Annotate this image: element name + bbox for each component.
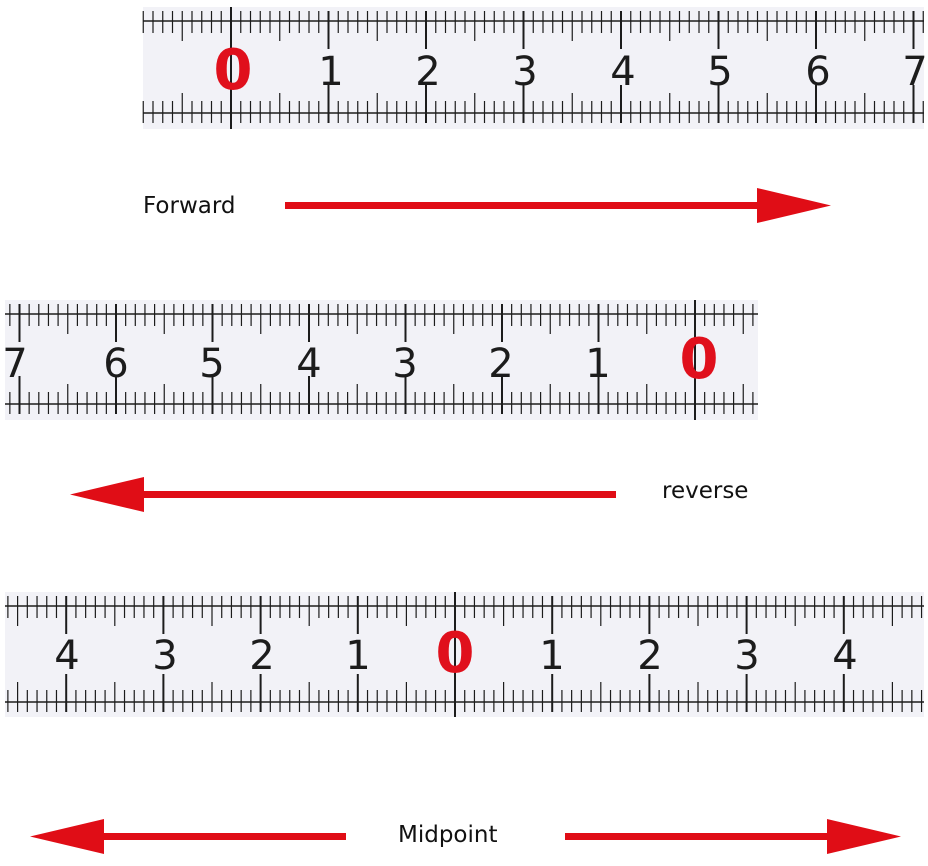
midpoint-label-left-4: 4 [54, 633, 80, 679]
midpoint-label-right-3: 3 [734, 633, 760, 679]
reverse-label-5: 5 [199, 341, 225, 387]
midpoint-tape-ticks [5, 592, 924, 717]
reverse-label-4: 4 [296, 341, 322, 387]
midpoint-left-arrow-icon [30, 819, 346, 854]
midpoint-caption: Midpoint [398, 822, 498, 848]
forward-label-2: 2 [415, 49, 441, 95]
forward-zero-label: 0 [213, 38, 253, 103]
reverse-caption: reverse [662, 478, 749, 504]
reverse-label-7: 7 [2, 341, 28, 387]
midpoint-tape: 4 3 2 1 0 1 2 3 4 [5, 592, 924, 717]
forward-label-5: 5 [707, 49, 733, 95]
forward-arrow-icon [285, 188, 831, 223]
midpoint-label-left-3: 3 [152, 633, 178, 679]
reverse-label-2: 2 [488, 341, 514, 387]
forward-label-3: 3 [512, 49, 538, 95]
midpoint-label-right-1: 1 [539, 633, 565, 679]
reverse-zero-label: 0 [679, 327, 719, 392]
midpoint-zero-label: 0 [435, 621, 475, 686]
reverse-label-6: 6 [103, 341, 129, 387]
forward-tape-ticks [142, 7, 924, 129]
forward-label-1: 1 [318, 49, 344, 95]
midpoint-label-right-2: 2 [637, 633, 663, 679]
forward-label-7: 7 [902, 49, 928, 95]
reverse-tape-ticks [5, 300, 758, 420]
forward-tape: 0 1 2 3 4 5 6 7 [142, 7, 928, 129]
reverse-arrow-icon [70, 477, 616, 512]
midpoint-label-left-1: 1 [345, 633, 371, 679]
midpoint-label-left-2: 2 [249, 633, 275, 679]
midpoint-right-arrow-icon [565, 819, 901, 854]
forward-label-6: 6 [805, 49, 831, 95]
forward-caption: Forward [143, 193, 236, 219]
reverse-tape: 7 6 5 4 3 2 1 0 [2, 300, 758, 420]
midpoint-label-right-4: 4 [832, 633, 858, 679]
reverse-label-3: 3 [392, 341, 418, 387]
reverse-label-1: 1 [585, 341, 611, 387]
forward-label-4: 4 [610, 49, 636, 95]
